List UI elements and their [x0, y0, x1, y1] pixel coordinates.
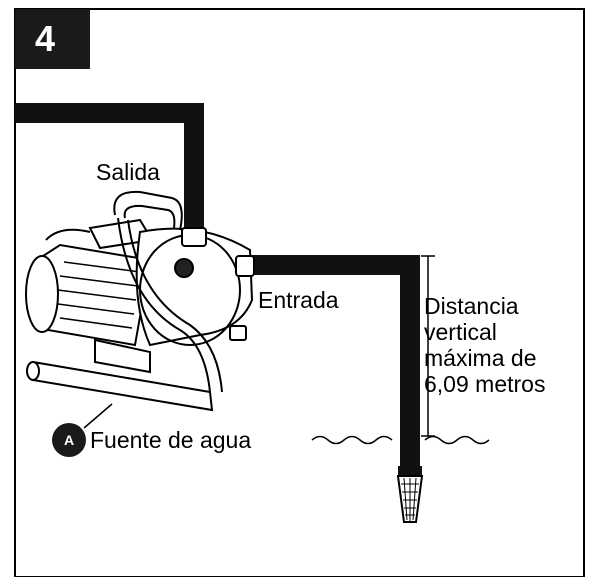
- marker-leader-line: [83, 403, 113, 429]
- step-number-badge: 4: [15, 9, 90, 69]
- water-source-label: Fuente de agua: [90, 427, 252, 453]
- outlet-label: Salida: [96, 159, 160, 185]
- pump-body: [25, 190, 255, 412]
- inlet-pipe: [252, 255, 420, 470]
- distance-label-line3: máxima de: [424, 345, 537, 371]
- distance-bracket: [421, 255, 435, 437]
- foot-valve-strainer: [396, 466, 424, 523]
- inlet-label: Entrada: [258, 287, 339, 313]
- outlet-pipe: [15, 103, 204, 232]
- distance-label-line4: 6,09 metros: [424, 371, 546, 397]
- water-surface-right: [424, 435, 490, 445]
- marker-a-badge: A: [52, 423, 86, 457]
- distance-label-line1: Distancia: [424, 293, 519, 319]
- distance-label-line2: vertical: [424, 319, 497, 345]
- water-surface-left: [311, 435, 393, 445]
